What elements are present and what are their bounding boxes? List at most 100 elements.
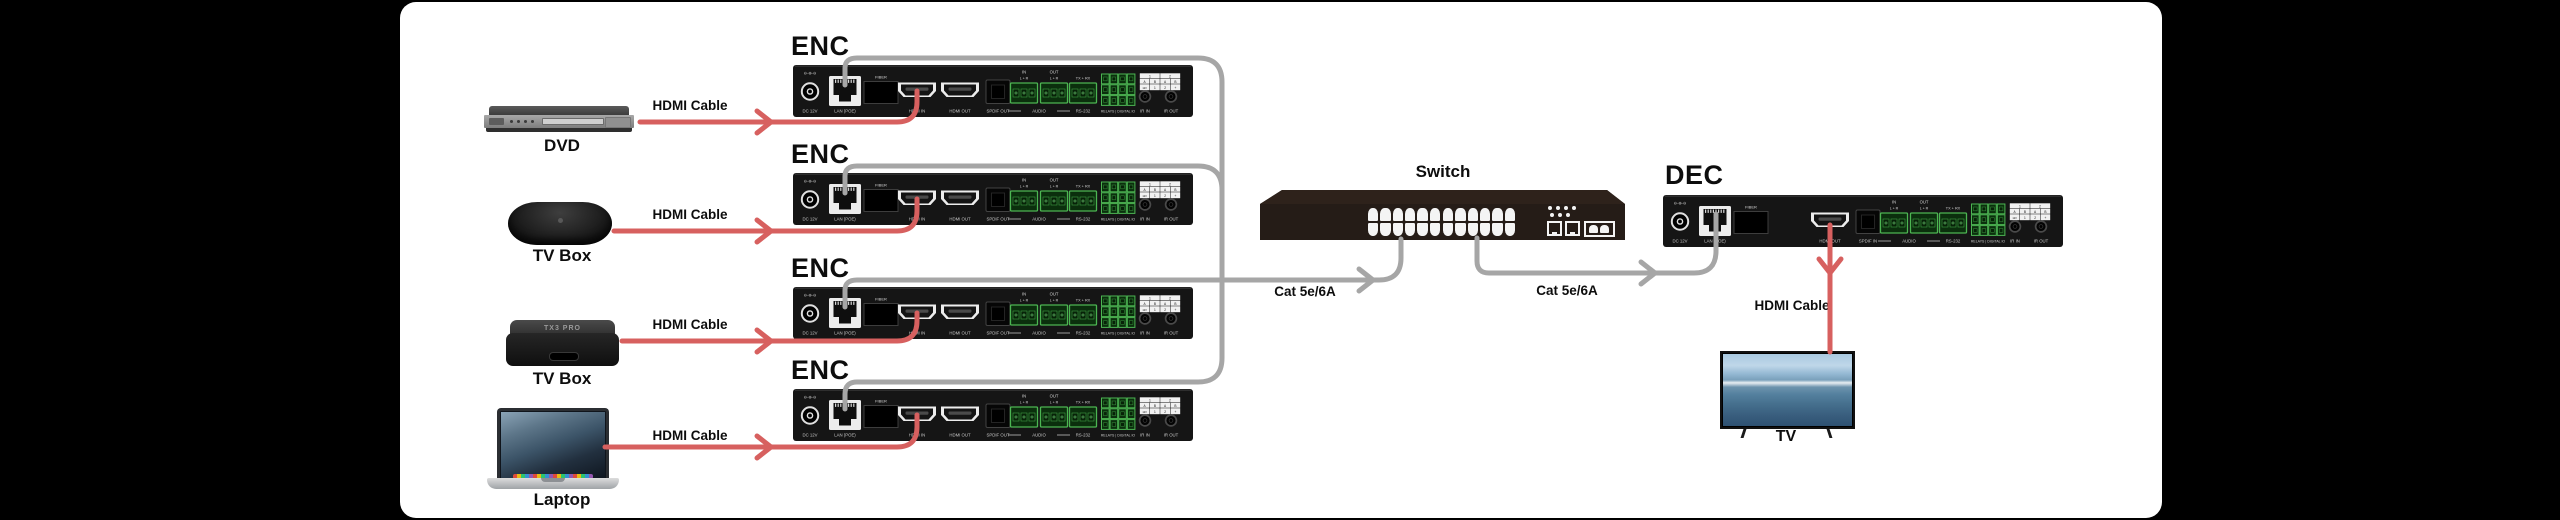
svg-text:B: B xyxy=(1174,188,1176,192)
svg-text:IR OUT: IR OUT xyxy=(1164,433,1179,438)
svg-text:2: 2 xyxy=(1164,86,1166,90)
dvd-display xyxy=(489,118,504,125)
svg-text:2: 2 xyxy=(1164,308,1166,312)
relays-digital-io-block xyxy=(1101,295,1136,328)
svg-text:2: 2 xyxy=(1169,398,1171,402)
svg-text:IR OUT: IR OUT xyxy=(1164,331,1179,336)
svg-text:HDMI IN: HDMI IN xyxy=(909,217,925,222)
switch-port xyxy=(1455,208,1466,221)
source-label-dvd: DVD xyxy=(544,136,580,155)
svg-text:B: B xyxy=(2044,210,2046,214)
svg-text:RELAYS | DIGITAL IO: RELAYS | DIGITAL IO xyxy=(1101,332,1136,336)
switch-port xyxy=(1404,208,1416,221)
switch-led xyxy=(1550,213,1554,217)
dc-power-port xyxy=(800,304,820,323)
switch-port xyxy=(1392,223,1403,236)
svg-text:2: 2 xyxy=(2039,204,2041,208)
dvd-front xyxy=(484,115,634,128)
hdmi-port xyxy=(898,406,936,421)
switch-led xyxy=(1548,206,1552,210)
svg-text:RELAYS | DIGITAL IO: RELAYS | DIGITAL IO xyxy=(1101,110,1136,114)
tv-box-slot xyxy=(548,352,579,361)
ir-in-port xyxy=(2008,220,2022,233)
svg-text:⊖-⊕-⊖: ⊖-⊕-⊖ xyxy=(804,71,817,76)
svg-text:OUT: OUT xyxy=(1050,292,1059,297)
svg-text:A: A xyxy=(2034,210,2037,214)
svg-text:IN: IN xyxy=(1022,292,1026,297)
svg-text:2: 2 xyxy=(2034,216,2036,220)
svg-text:RS-232: RS-232 xyxy=(1946,239,1961,244)
dc-power-port xyxy=(800,82,820,101)
svg-text:TX + RX: TX + RX xyxy=(1076,299,1091,303)
cat-cable-label-left: Cat 5e/6A xyxy=(1274,284,1336,299)
switch-port xyxy=(1504,223,1515,236)
decoder-title: DEC xyxy=(1665,160,1724,190)
svg-text:IR IN: IR IN xyxy=(1140,217,1150,222)
svg-text:1: 1 xyxy=(1149,398,1151,402)
switch-port xyxy=(1443,208,1454,221)
fiber-port xyxy=(1733,211,1769,234)
switch-port xyxy=(1443,223,1454,236)
switch-port xyxy=(1429,208,1440,221)
hdmi-port xyxy=(898,190,936,205)
svg-text:LAN (POE): LAN (POE) xyxy=(834,433,856,438)
encoder-title-2: ENC xyxy=(791,139,850,169)
dc-power-port xyxy=(800,190,820,209)
switch-port xyxy=(1380,208,1391,221)
hdmi-cable-label-4: HDMI Cable xyxy=(652,428,728,443)
svg-text:2: 2 xyxy=(1169,296,1171,300)
switch-port xyxy=(1380,223,1391,236)
svg-text:1: 1 xyxy=(2024,216,2026,220)
source-dvd-player xyxy=(484,106,634,132)
spdif-port xyxy=(1855,209,1881,234)
spdif-port xyxy=(985,79,1011,104)
lan-poe-port xyxy=(829,298,861,328)
relays-digital-io-block xyxy=(1101,181,1136,214)
svg-text:12V: 12V xyxy=(1142,195,1147,198)
svg-text:OUT: OUT xyxy=(1050,70,1059,75)
hdmi-port xyxy=(898,82,936,97)
svg-text:2: 2 xyxy=(1169,182,1171,186)
svg-text:RS-232: RS-232 xyxy=(1076,433,1091,438)
svg-text:⊖-⊕-⊖: ⊖-⊕-⊖ xyxy=(804,395,817,400)
fiber-port xyxy=(863,189,899,212)
dvd-top xyxy=(489,106,629,115)
switch-leds-row-1 xyxy=(1548,206,1576,210)
hdmi-port xyxy=(941,190,979,205)
svg-text:RELAYS | DIGITAL IO: RELAYS | DIGITAL IO xyxy=(1971,240,2006,244)
svg-text:HDMI OUT: HDMI OUT xyxy=(949,109,971,114)
svg-text:+: + xyxy=(1174,410,1176,414)
ir-in-port xyxy=(1138,414,1152,427)
switch-port xyxy=(1368,223,1379,236)
svg-text:IR IN: IR IN xyxy=(1140,109,1150,114)
svg-text:LAN (POE): LAN (POE) xyxy=(834,331,856,336)
svg-text:1: 1 xyxy=(1154,308,1156,312)
relays-digital-io-block xyxy=(1971,203,2006,236)
hdmi-cable-label-3: HDMI Cable xyxy=(652,317,728,332)
hdmi-port xyxy=(898,304,936,319)
svg-text:1: 1 xyxy=(1154,410,1156,414)
switch-port xyxy=(1467,223,1478,236)
svg-text:L + R: L + R xyxy=(1050,401,1059,405)
svg-text:1: 1 xyxy=(1149,182,1151,186)
svg-text:AUDIO: AUDIO xyxy=(1032,433,1046,438)
switch-led xyxy=(1564,206,1568,210)
svg-text:TX + RX: TX + RX xyxy=(1946,207,1961,211)
switch-port xyxy=(1492,208,1503,221)
source-tv-box-round xyxy=(508,202,612,245)
hdmi-port xyxy=(941,304,979,319)
svg-text:+: + xyxy=(1174,194,1176,198)
svg-text:AUDIO: AUDIO xyxy=(1032,217,1046,222)
svg-text:+: + xyxy=(1174,86,1176,90)
svg-text:IR IN: IR IN xyxy=(1140,433,1150,438)
relays-digital-io-block xyxy=(1101,73,1136,106)
switch-port xyxy=(1455,223,1466,236)
switch-label: Switch xyxy=(1415,162,1471,181)
